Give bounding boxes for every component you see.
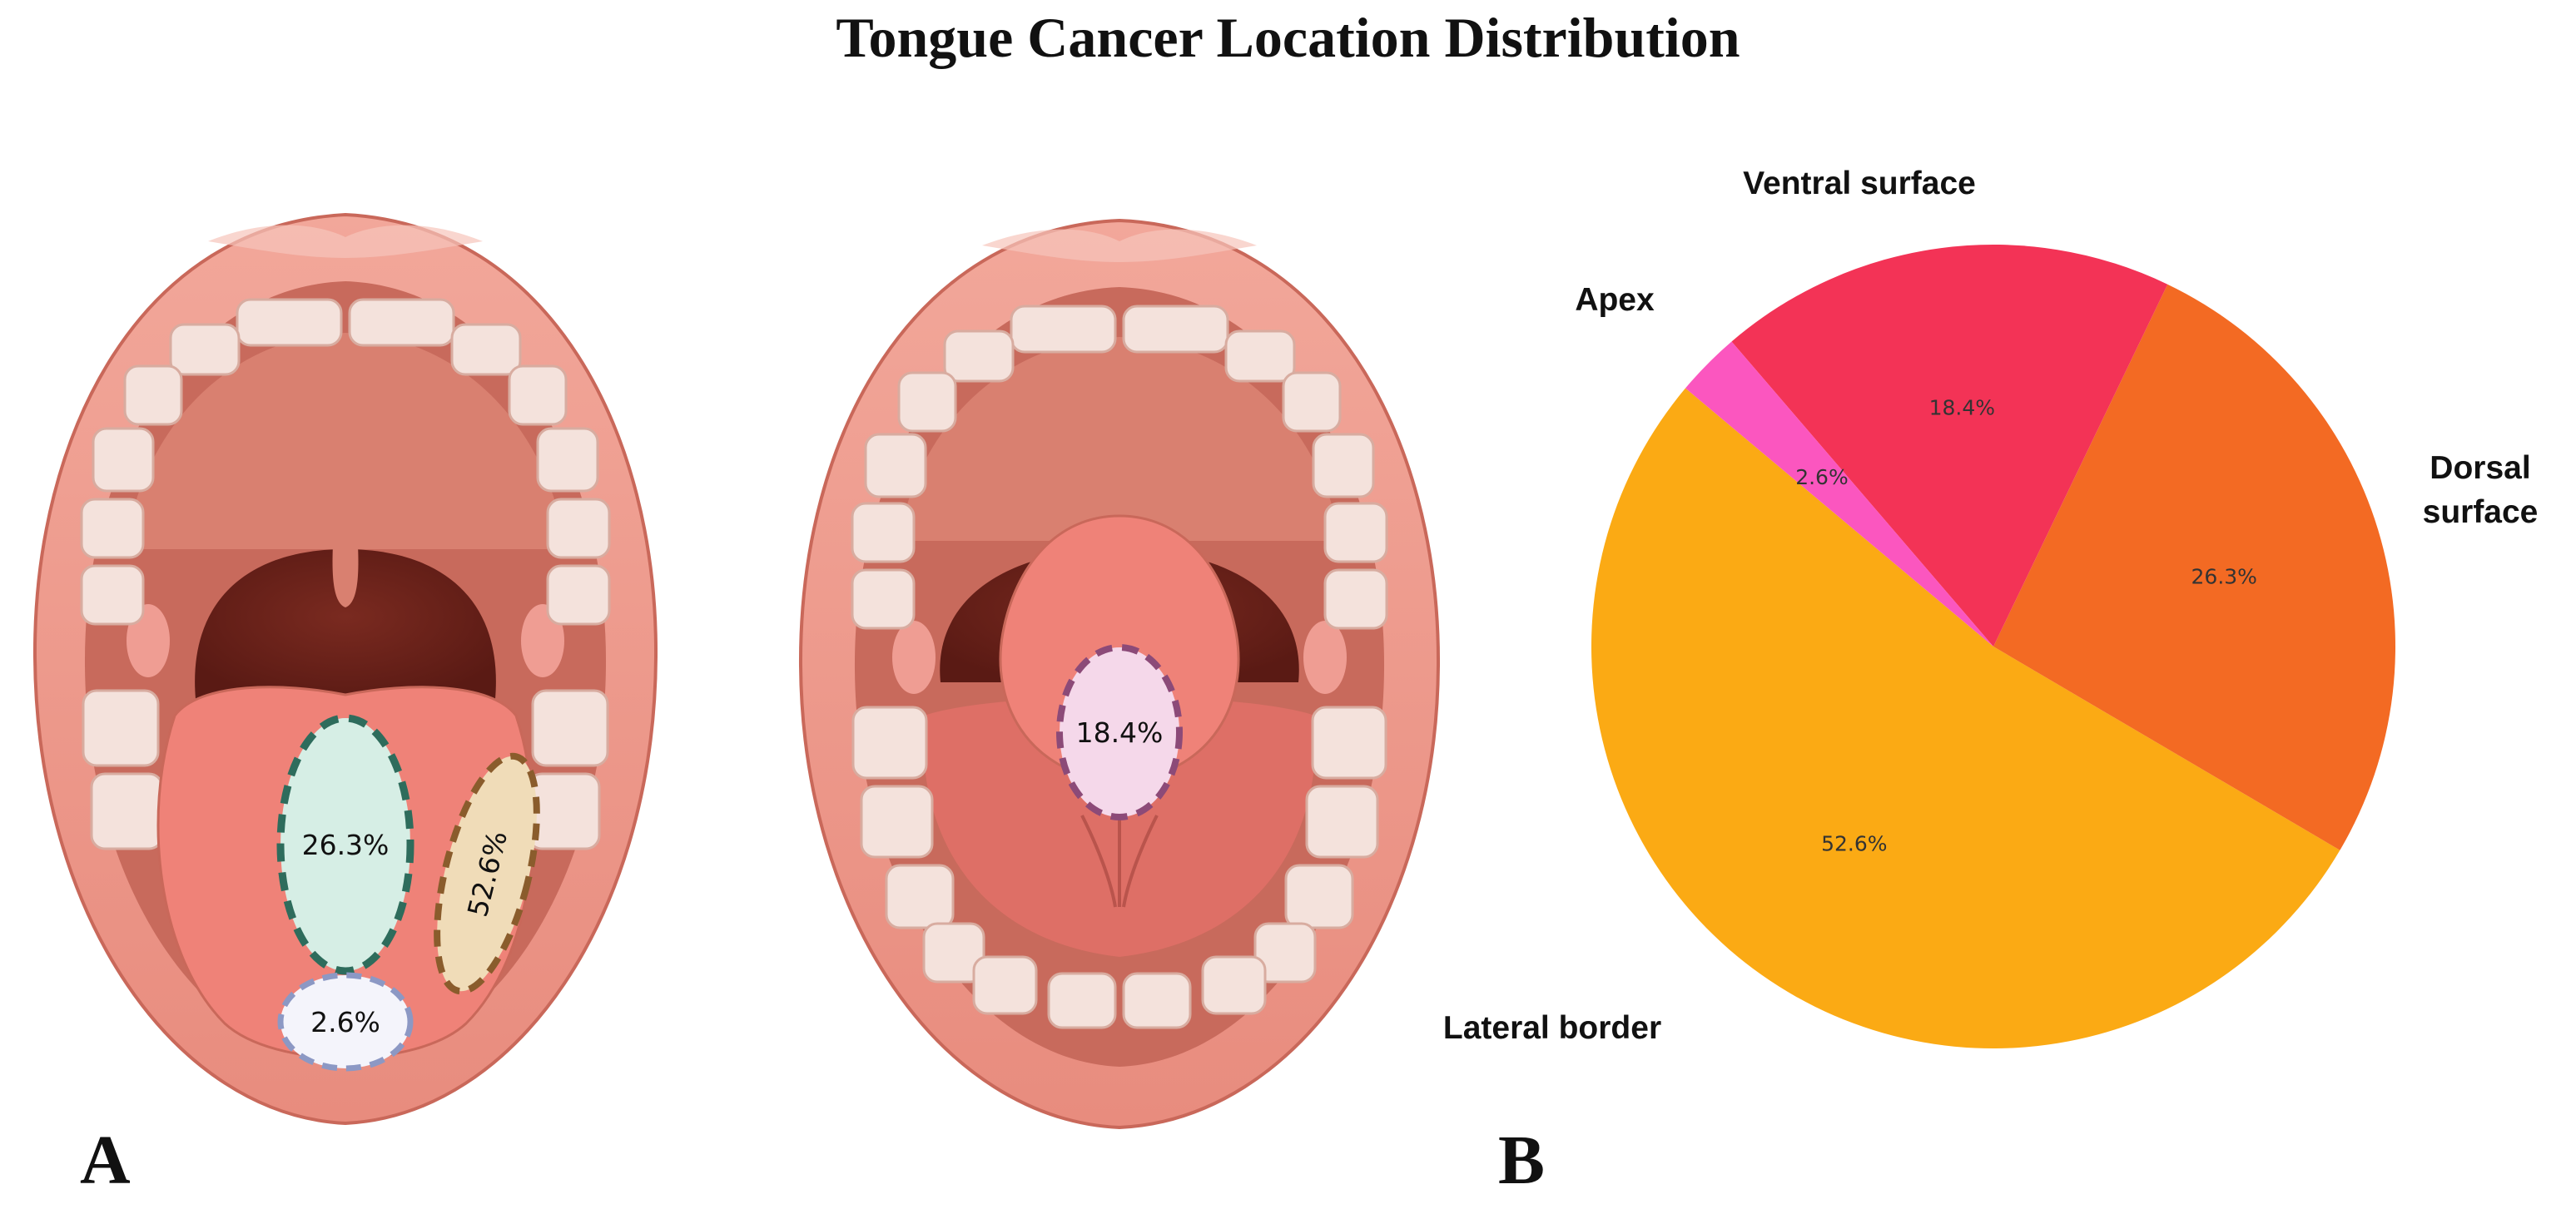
pie-percent-label-ventral-surface: 18.4% xyxy=(1929,396,1995,420)
palate xyxy=(899,337,1340,541)
palate xyxy=(125,333,566,549)
pie-category-label-lateral: Lateral border xyxy=(1443,1010,1661,1046)
lower-teeth xyxy=(82,689,609,850)
upper-lip-highlight xyxy=(982,229,1257,262)
lower-teeth xyxy=(851,706,1387,1029)
panel-letter-a: A xyxy=(80,1122,131,1199)
tonsil-right xyxy=(1303,621,1347,694)
region-ventral-surface xyxy=(1056,644,1183,820)
pie-category-label-dorsal-line2: surface xyxy=(2423,494,2539,530)
upper-lip-highlight xyxy=(208,225,483,258)
uvula xyxy=(332,545,359,607)
region-lateral-border xyxy=(434,752,540,995)
upper-teeth xyxy=(851,305,1388,630)
mouth-illustration-tongue-up: 18.4% xyxy=(798,218,1441,1130)
panel-letter-b: B xyxy=(1498,1122,1546,1199)
pie-slice-ventral-surface xyxy=(1731,245,2168,647)
pie-category-label-dorsal-line1: Dorsal xyxy=(2430,450,2530,486)
region-ventral-label: 18.4% xyxy=(1076,716,1164,749)
mouth-illustration-tongue-down: 26.3% 52.6% 2.6% xyxy=(32,212,658,1126)
pie-percent-label-apex: 2.6% xyxy=(1795,465,1849,489)
region-apex xyxy=(277,972,414,1072)
throat xyxy=(195,549,496,699)
figure-title: Tongue Cancer Location Distribution xyxy=(836,6,1740,69)
upper-teeth xyxy=(80,298,611,626)
region-apex-label: 2.6% xyxy=(310,1006,380,1038)
pie-slice-dorsal-surface xyxy=(1993,284,2395,850)
pie-percent-label-lateral-border: 52.6% xyxy=(1821,832,1887,856)
tonsil-left xyxy=(892,621,936,694)
pie-category-label-apex: Apex xyxy=(1575,282,1655,318)
region-dorsal-surface xyxy=(276,714,414,975)
pie-category-label-ventral: Ventral surface xyxy=(1743,166,1976,201)
pie-slice-lateral-border xyxy=(1591,388,2340,1049)
pie-percent-label-dorsal-surface: 26.3% xyxy=(2191,565,2257,589)
pie-chart: 52.6% 26.3% 18.4% 2.6% xyxy=(1591,245,2395,1049)
region-dorsal-label: 26.3% xyxy=(302,829,390,861)
pie-slice-apex xyxy=(1685,341,1993,647)
